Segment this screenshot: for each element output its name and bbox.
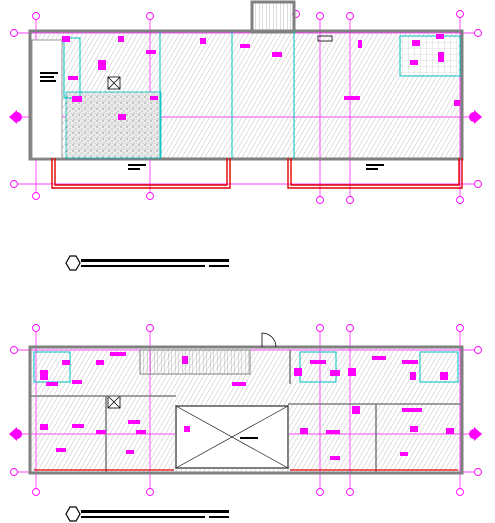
lower-grid-bubbles xyxy=(10,324,482,496)
upper-room-tags xyxy=(62,34,460,120)
upper-speckled-floor xyxy=(65,91,162,159)
lower-partitions xyxy=(30,350,462,473)
lower-section-markers xyxy=(9,427,482,441)
upper-title-symbol xyxy=(65,255,81,271)
lower-title-block xyxy=(65,506,229,522)
upper-title-block xyxy=(65,255,229,271)
lower-room-tags xyxy=(40,352,454,460)
lower-stair-run xyxy=(139,349,251,375)
upper-balcony-railings xyxy=(51,158,463,189)
upper-tiled-room xyxy=(402,38,458,74)
lower-shaft-box xyxy=(107,395,121,409)
upper-annotations xyxy=(40,35,384,170)
lower-entry-door xyxy=(261,332,277,348)
lower-title-symbol xyxy=(65,506,81,522)
upper-shaft-box xyxy=(107,76,121,90)
upper-stair-shaft xyxy=(250,0,296,34)
upper-floor-plan xyxy=(9,0,482,204)
lower-void xyxy=(175,405,289,469)
lower-floor-plan xyxy=(9,324,482,496)
upper-section-markers xyxy=(9,110,482,124)
upper-grid-bubbles xyxy=(10,10,482,204)
upper-left-room xyxy=(31,39,63,159)
